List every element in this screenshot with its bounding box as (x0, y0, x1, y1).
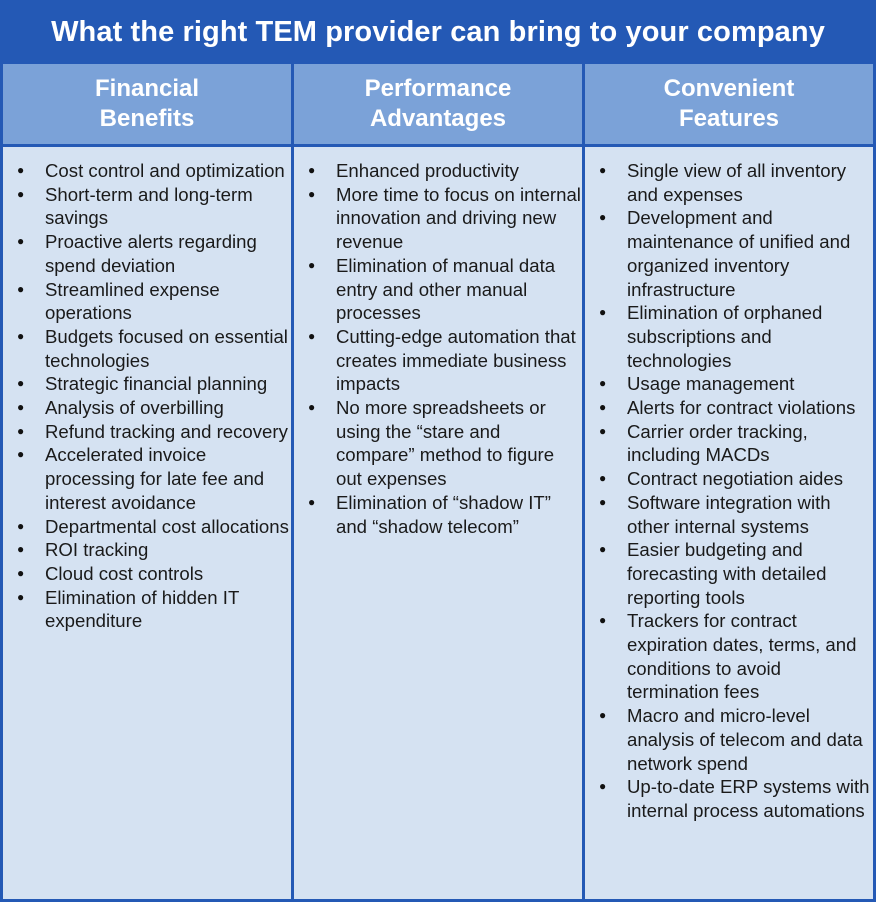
list-item: ROI tracking (3, 538, 291, 562)
list-item: Elimination of manual data entry and oth… (294, 254, 582, 325)
list-item: Development and maintenance of unified a… (585, 206, 873, 301)
list-item: Carrier order tracking, including MACDs (585, 420, 873, 467)
list-item: Software integration with other internal… (585, 491, 873, 538)
list-item: Departmental cost allocations (3, 515, 291, 539)
header-line: Financial (94, 75, 200, 102)
list-item: Up-to-date ERP systems with internal pro… (585, 775, 873, 822)
list-item: Cutting-edge automation that creates imm… (294, 325, 582, 396)
list-item: Elimination of hidden IT expenditure (3, 586, 291, 633)
list-item: Elimination of “shadow IT” and “shadow t… (294, 491, 582, 538)
header-performance-advantages: Performance Advantages (294, 64, 582, 144)
list-item: Macro and micro-level analysis of teleco… (585, 704, 873, 775)
list-item: Streamlined expense operations (3, 278, 291, 325)
header-line: Features (678, 105, 780, 132)
list-item: Analysis of overbilling (3, 396, 291, 420)
list-item: Accelerated invoice processing for late … (3, 443, 291, 514)
list-item: No more spreadsheets or using the “stare… (294, 396, 582, 491)
list-item: Refund tracking and recovery (3, 420, 291, 444)
list-item: Single view of all inventory and expense… (585, 159, 873, 206)
header-line: Advantages (369, 105, 507, 132)
performance-advantages-list: Enhanced productivity More time to focus… (294, 147, 582, 899)
list-item: Trackers for contract expiration dates, … (585, 609, 873, 704)
list-item: Cost control and optimization (3, 159, 291, 183)
list-item: Elimination of orphaned subscriptions an… (585, 301, 873, 372)
header-line: Benefits (99, 105, 195, 132)
list-item: Usage management (585, 372, 873, 396)
list-item: Strategic financial planning (3, 372, 291, 396)
list-item: Budgets focused on essential technologie… (3, 325, 291, 372)
financial-benefits-list: Cost control and optimization Short-term… (3, 147, 291, 899)
list-item: Short-term and long-term savings (3, 183, 291, 230)
list-item: Contract negotiation aides (585, 467, 873, 491)
list-item: Cloud cost controls (3, 562, 291, 586)
table-title: What the right TEM provider can bring to… (51, 15, 825, 48)
list-item: Alerts for contract violations (585, 396, 873, 420)
header-financial-benefits: Financial Benefits (3, 64, 291, 144)
list-item: Proactive alerts regarding spend deviati… (3, 230, 291, 277)
list-item: Easier budgeting and forecasting with de… (585, 538, 873, 609)
header-line: Performance (364, 75, 512, 102)
list-item: Enhanced productivity (294, 159, 582, 183)
convenient-features-list: Single view of all inventory and expense… (585, 147, 873, 899)
header-line: Convenient (663, 75, 795, 102)
list-item: More time to focus on internal innovatio… (294, 183, 582, 254)
header-convenient-features: Convenient Features (585, 64, 873, 144)
